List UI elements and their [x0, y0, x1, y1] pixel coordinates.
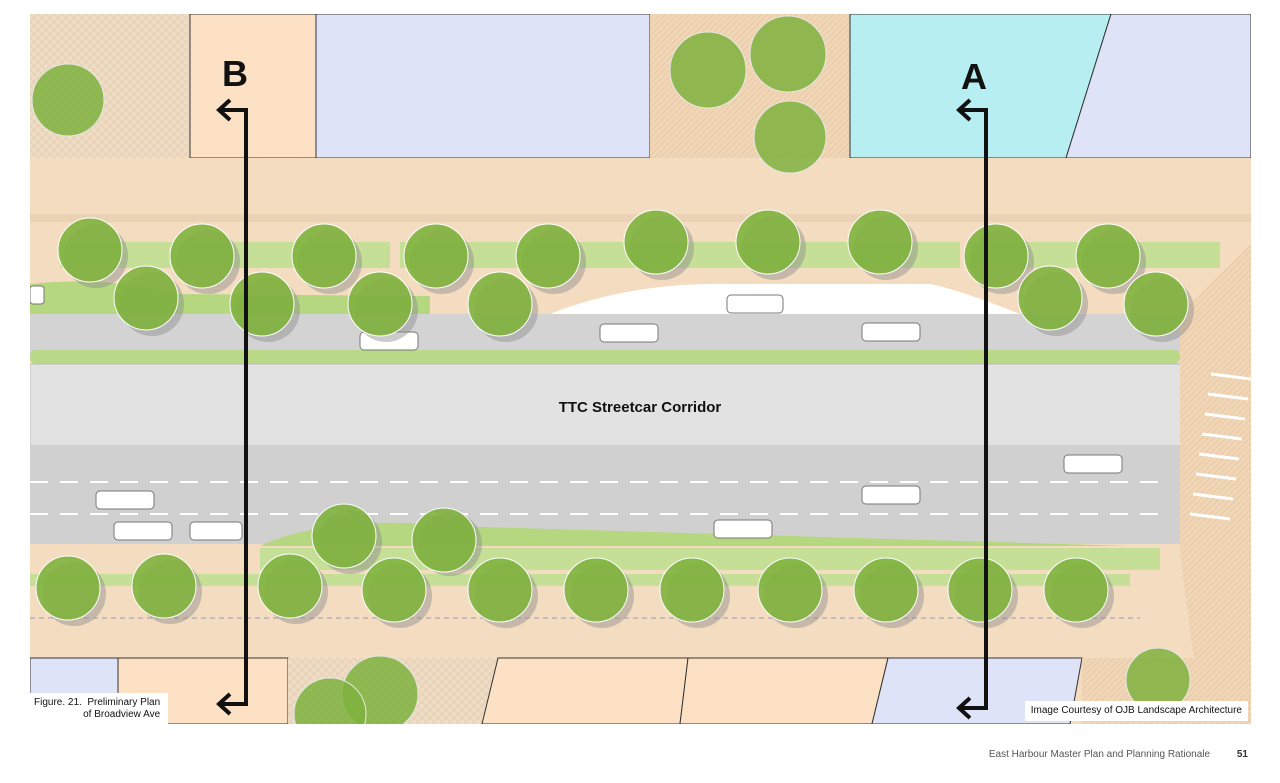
section-line-a	[956, 98, 988, 720]
street-trees-south	[35, 503, 1114, 628]
streetcar-corridor	[30, 363, 1191, 447]
image-credit: Image Courtesy of OJB Landscape Architec…	[1024, 701, 1248, 721]
figure-caption: Figure. 21. Preliminary Plan of Broadvie…	[30, 693, 169, 724]
corridor-label: TTC Streetcar Corridor	[559, 399, 722, 416]
document-title: East Harbour Master Plan and Planning Ra…	[988, 749, 1211, 760]
page-number: 51	[1236, 749, 1248, 760]
section-label-b: B	[222, 53, 248, 94]
figure-caption-line2: of Broadview Ave	[83, 709, 161, 720]
vehicles	[30, 285, 1123, 541]
page-footer: East Harbour Master Plan and Planning Ra…	[989, 749, 1248, 760]
north-blocks	[30, 14, 1251, 159]
broadview-plan-drawing: B A TTC Streetcar Corridor Figure. 21. P…	[30, 14, 1251, 724]
courtyard-trees	[31, 15, 1191, 724]
crosswalk	[1189, 372, 1251, 521]
section-line-b	[216, 98, 248, 716]
section-label-a: A	[961, 56, 987, 97]
figure-caption-line1: Figure. 21. Preliminary Plan	[34, 697, 161, 708]
